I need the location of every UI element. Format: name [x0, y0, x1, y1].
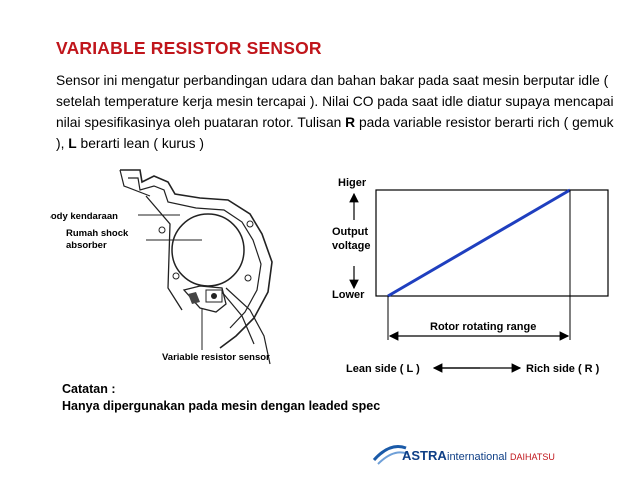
- logo-brand: ASTRA: [402, 448, 447, 463]
- output-voltage-graph: Higer Output voltage Lower Rotor rotatin…: [332, 177, 609, 375]
- y-label-voltage: voltage: [332, 240, 371, 252]
- label-variable-resistor-sensor: Variable resistor sensor: [162, 352, 270, 363]
- paragraph-l-letter: L: [68, 136, 77, 151]
- y-label-higer: Higer: [338, 177, 367, 189]
- lean-side-label: Lean side ( L ): [346, 363, 420, 375]
- body-left-bracket: [145, 195, 183, 311]
- description-paragraph: Sensor ini mengatur perbandingan udara d…: [56, 70, 616, 154]
- shock-housing-circle: [171, 213, 245, 287]
- paragraph-part-3: berarti lean ( kurus ): [76, 136, 204, 151]
- variable-resistor-sensor-part: [182, 285, 271, 365]
- paragraph-r-letter: R: [345, 115, 356, 130]
- label-rumah-shock: Rumah shock: [66, 228, 129, 239]
- label-body-kendaraan: Body kendaraan: [50, 211, 118, 222]
- body-outline: [120, 169, 273, 349]
- paragraph-part-1: Sensor ini mengatur perbandingan udara d…: [56, 73, 614, 130]
- rotor-range-label: Rotor rotating range: [430, 321, 536, 333]
- graph-frame: [375, 189, 609, 297]
- y-label-lower: Lower: [332, 289, 365, 301]
- body-inner-outline: [128, 177, 262, 329]
- y-label-output: Output: [332, 226, 368, 238]
- label-absorber: absorber: [66, 240, 107, 251]
- housing-bolt-4: [244, 274, 252, 282]
- housing-bolt-3: [172, 272, 180, 280]
- sensor-drawing: Body kendaraan Rumah shock absorber Vari…: [50, 169, 273, 365]
- housing-bolt-1: [158, 226, 166, 234]
- note-body: Hanya dipergunakan pada mesin dengan lea…: [62, 399, 381, 413]
- logo-sub: international: [447, 451, 507, 463]
- logo-partner: DAIHATSU: [510, 452, 555, 462]
- note-title: Catatan :: [62, 382, 116, 396]
- astra-daihatsu-logo: ASTRA international DAIHATSU: [372, 445, 555, 465]
- paragraph-part-2: pada variable resistor berarti rich ( ge…: [56, 115, 614, 151]
- rich-side-label: Rich side ( R ): [526, 363, 600, 375]
- astra-emblem-icon: [372, 445, 409, 465]
- voltage-line: [387, 188, 571, 298]
- body-left-edge: [119, 169, 151, 197]
- housing-bolt-2: [246, 220, 254, 228]
- slide-title: VARIABLE RESISTOR SENSOR: [56, 38, 322, 58]
